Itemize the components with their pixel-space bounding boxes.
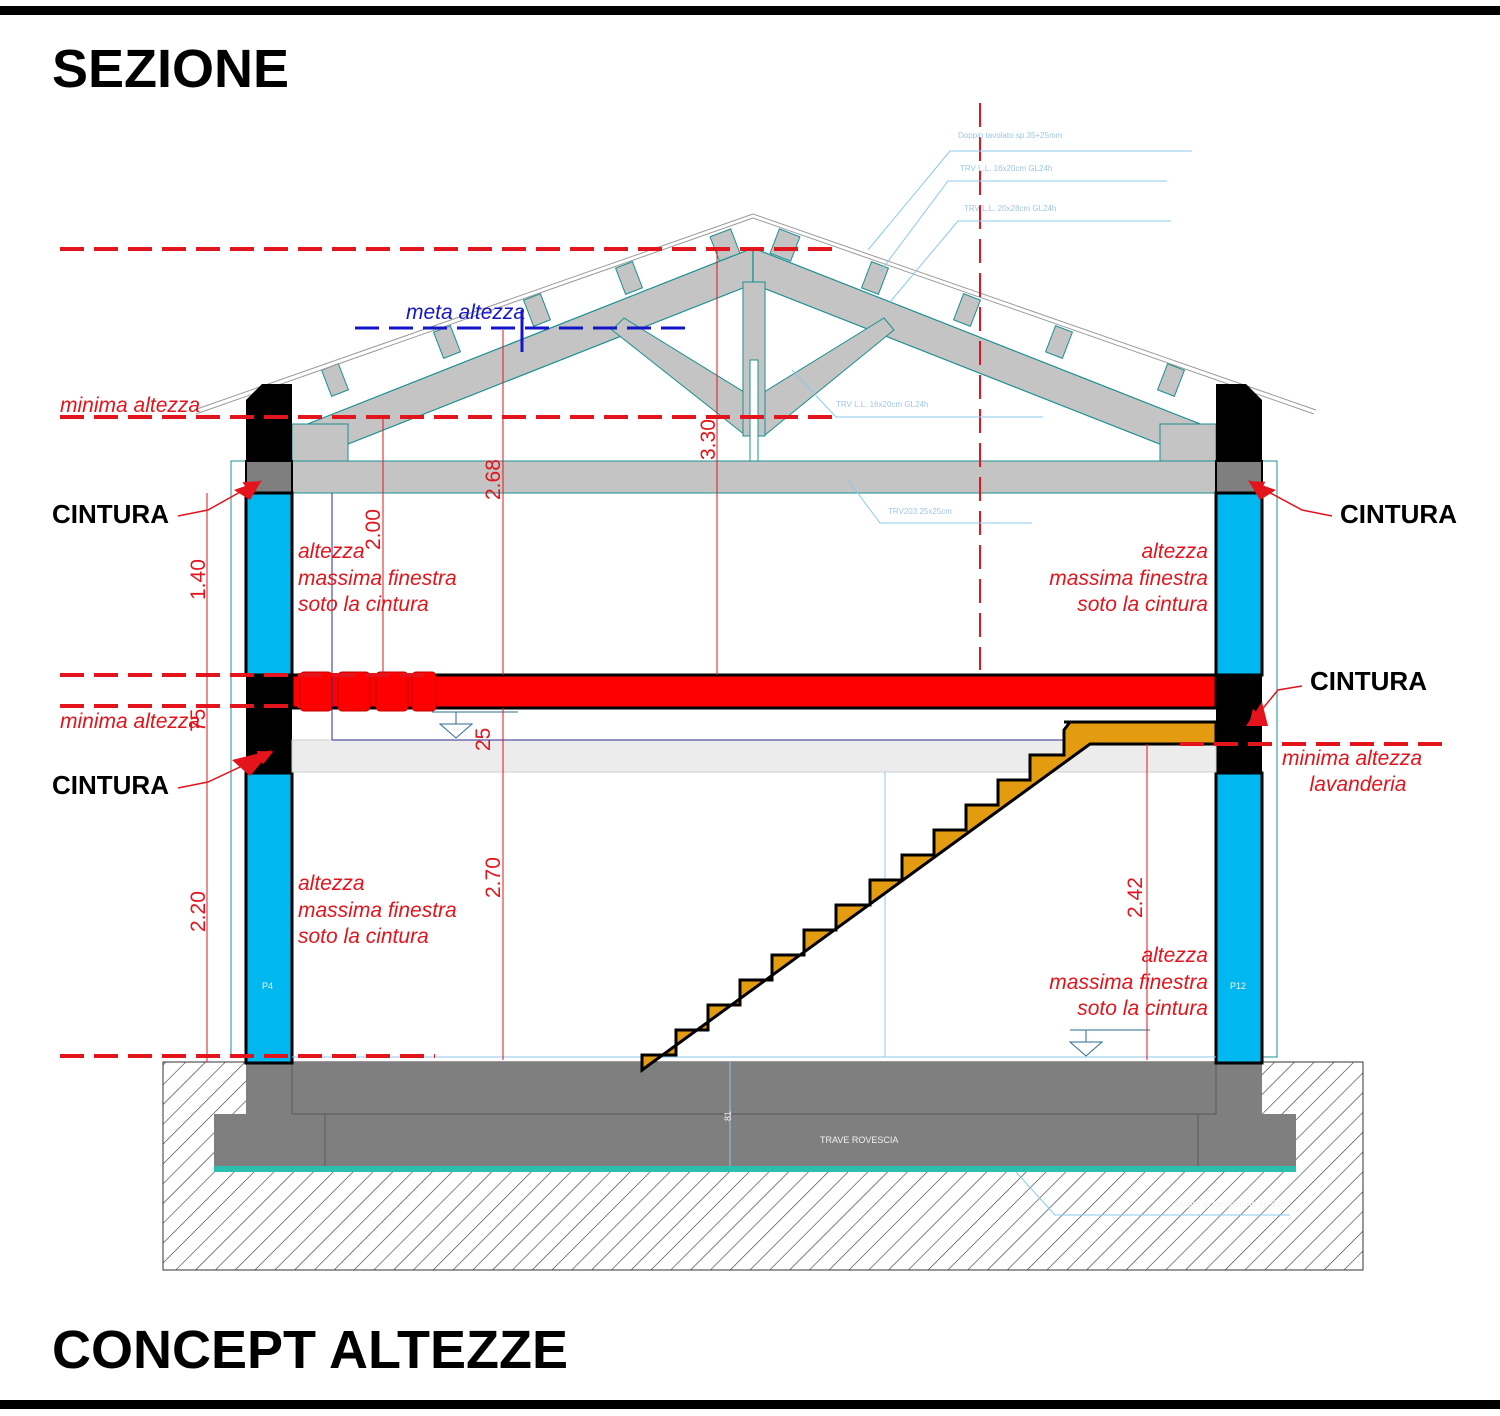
pillar-left-upper bbox=[244, 491, 294, 677]
pillar-right-lower bbox=[1214, 771, 1264, 1065]
window-note-upper-left: altezza massima finestra soto la cintura bbox=[298, 540, 457, 616]
pillar-right-upper bbox=[1214, 491, 1264, 677]
dim-270: 2.70 bbox=[482, 857, 505, 898]
window-note-lower-right: altezza massima finestra soto la cintura bbox=[1049, 944, 1208, 1020]
svg-text:massima finestra: massima finestra bbox=[1049, 567, 1208, 590]
window-note-upper-right: altezza massima finestra soto la cintura bbox=[1049, 540, 1208, 616]
foundation-slab bbox=[246, 1062, 1262, 1116]
annot-trv-16x20: TRV L.L. 16x20cm GL24h bbox=[960, 164, 1052, 173]
cintura-label-mid-right: CINTURA bbox=[1310, 666, 1427, 696]
annot-trv-20x28: TRV L.L. 20x28cm GL24h bbox=[964, 204, 1056, 213]
svg-text:soto la cintura: soto la cintura bbox=[1077, 997, 1208, 1020]
foundation-beam bbox=[214, 1114, 1296, 1168]
title-concept-altezze: CONCEPT ALTEZZE bbox=[52, 1320, 568, 1380]
pillar-p4-label: P4 bbox=[262, 981, 273, 991]
minima-altezza-lavanderia-1: minima altezza bbox=[1282, 747, 1422, 770]
svg-text:massima finestra: massima finestra bbox=[1049, 971, 1208, 994]
dim-242: 2.42 bbox=[1124, 877, 1147, 918]
dim-75: 75 bbox=[187, 709, 210, 732]
dim-25: 25 bbox=[472, 728, 495, 751]
right-wall-top bbox=[1216, 384, 1262, 461]
dim-81: 81 bbox=[723, 1111, 733, 1121]
svg-text:soto la cintura: soto la cintura bbox=[1077, 593, 1208, 616]
cintura-label-lower-left: CINTURA bbox=[52, 770, 169, 800]
meta-altezza-label: meta altezza bbox=[406, 301, 525, 324]
minima-altezza-lavanderia-2: lavanderia bbox=[1310, 773, 1407, 796]
height-lines bbox=[60, 247, 1452, 1058]
svg-text:altezza: altezza bbox=[1141, 944, 1208, 967]
window-note-lower-left: altezza massima finestra soto la cintura bbox=[298, 872, 457, 948]
annot-doppio-tavolato: Doppio tavolato sp.35+25mm bbox=[958, 131, 1063, 140]
trave-rovescia-label: TRAVE ROVESCIA bbox=[820, 1135, 898, 1145]
svg-text:soto la cintura: soto la cintura bbox=[298, 925, 429, 948]
tie-beam bbox=[289, 460, 1219, 494]
svg-text:altezza: altezza bbox=[298, 872, 365, 895]
dim-330: 3.30 bbox=[697, 419, 720, 460]
pillar-p12-label: P12 bbox=[1230, 981, 1246, 991]
svg-text:altezza: altezza bbox=[1141, 540, 1208, 563]
dim-140: 1.40 bbox=[187, 559, 210, 600]
dim-220: 2.20 bbox=[187, 891, 210, 932]
stair bbox=[640, 720, 1218, 1073]
top-border bbox=[0, 6, 1500, 15]
pillar-left-lower bbox=[244, 771, 294, 1065]
dim-268: 2.68 bbox=[482, 459, 505, 500]
svg-text:massima finestra: massima finestra bbox=[298, 567, 457, 590]
left-wall-top bbox=[246, 384, 292, 461]
cintura-label-upper-right: CINTURA bbox=[1340, 499, 1457, 529]
minima-altezza-roof: minima altezza bbox=[60, 394, 200, 417]
annot-trv203: TRV203 25x25cm bbox=[888, 507, 952, 516]
svg-text:altezza: altezza bbox=[298, 540, 365, 563]
blinding-layer bbox=[214, 1166, 1296, 1172]
bottom-border bbox=[0, 1400, 1500, 1409]
first-floor-slab bbox=[290, 673, 1218, 710]
cintura-label-upper-left: CINTURA bbox=[52, 499, 169, 529]
minima-altezza-floor: minima altezza bbox=[60, 710, 200, 733]
magrone-label: Magro di fondazione sp.5cm bbox=[1175, 1199, 1288, 1209]
svg-text:soto la cintura: soto la cintura bbox=[298, 593, 429, 616]
title-sezione: SEZIONE bbox=[52, 39, 289, 99]
svg-text:massima finestra: massima finestra bbox=[298, 899, 457, 922]
dim-200: 2.00 bbox=[362, 509, 385, 550]
annot-trv-16x20-b: TRV L.L. 16x20cm GL24h bbox=[836, 400, 928, 409]
